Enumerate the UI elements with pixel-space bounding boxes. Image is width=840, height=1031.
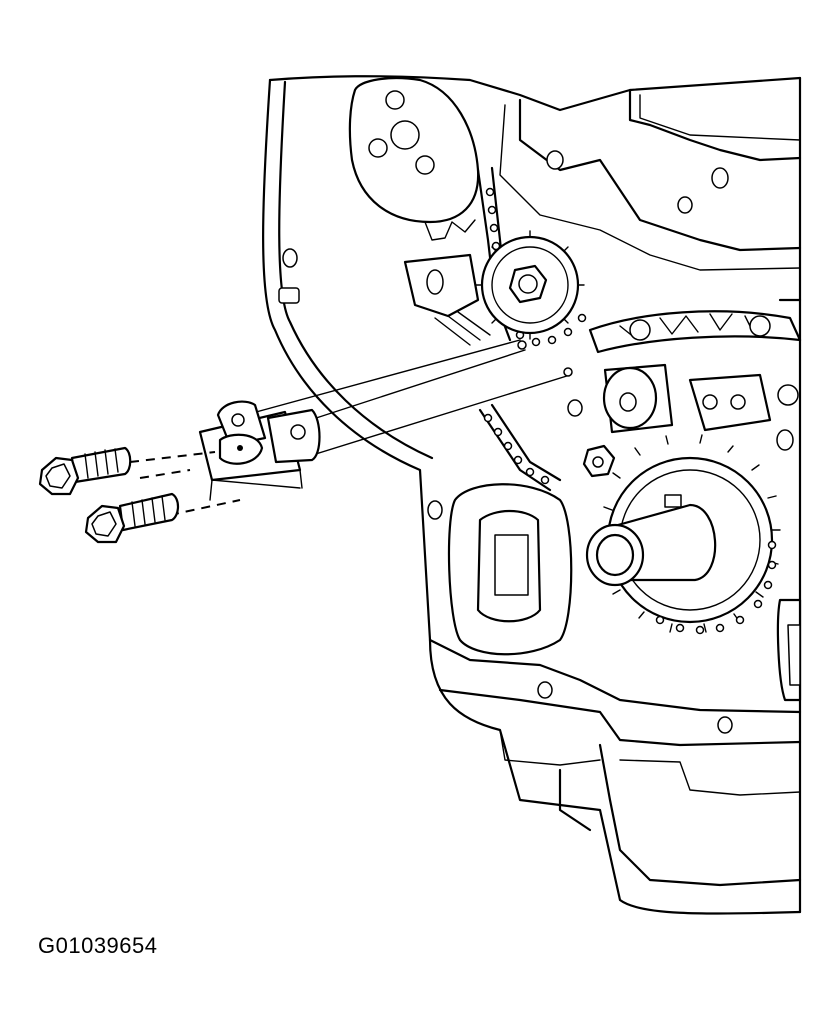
timing-chain-tensioner xyxy=(198,400,321,501)
figure-code-label: G01039654 xyxy=(38,933,158,958)
bolt-axis-lines xyxy=(129,451,241,516)
upper-camshaft-sprocket xyxy=(348,76,480,241)
timing-chain-lower xyxy=(478,403,777,635)
block-holes xyxy=(278,150,794,734)
crankshaft-sprocket xyxy=(585,434,781,633)
idler-bushing xyxy=(602,363,674,434)
upper-chain-guide xyxy=(588,310,802,354)
mounting-nut xyxy=(582,444,616,478)
chain-guide-bracket xyxy=(403,253,491,346)
tensioner-bolt-upper xyxy=(38,446,132,496)
tensioner-bolt-lower xyxy=(84,492,180,544)
lower-housing xyxy=(447,483,573,656)
right-lower-housing xyxy=(776,598,802,702)
right-bracket xyxy=(688,373,799,432)
engine-block xyxy=(262,75,802,915)
intermediate-sprocket xyxy=(475,230,585,340)
explode-lines xyxy=(244,339,573,463)
